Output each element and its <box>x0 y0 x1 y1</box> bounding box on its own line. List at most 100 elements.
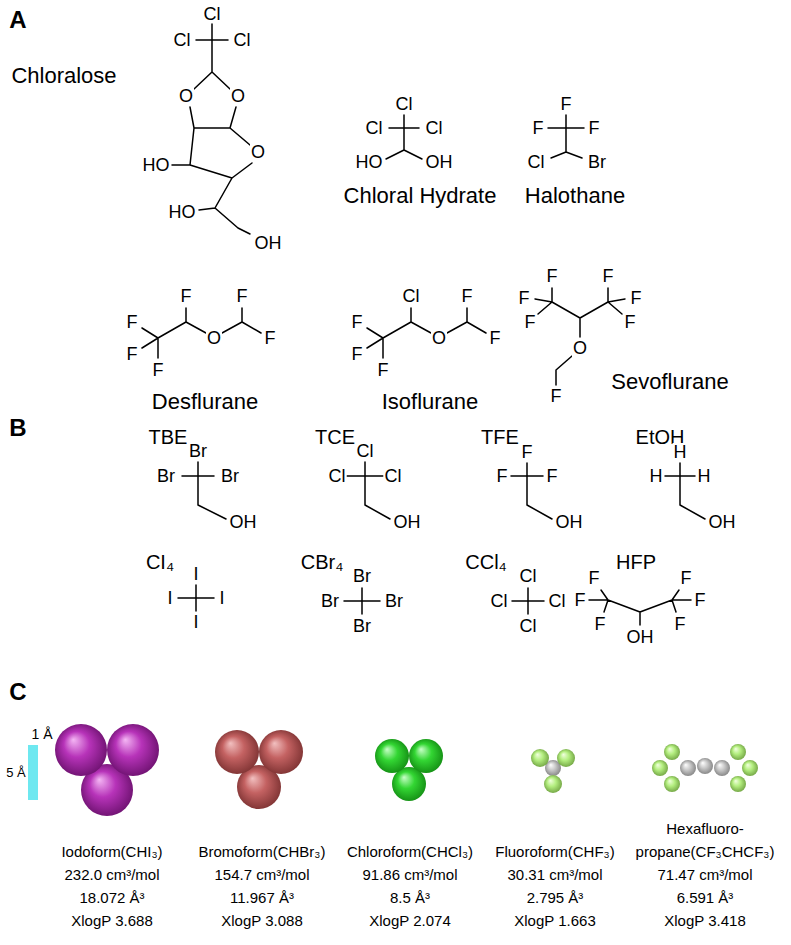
property-text: 154.7 cm³/mol <box>214 867 309 882</box>
atom-label: F <box>126 345 139 363</box>
atom-label: Br <box>384 592 404 610</box>
atom-label: F <box>602 267 615 285</box>
compound-abbrev: CCl₄ <box>465 552 507 572</box>
hexafluoropropane-model <box>652 744 758 792</box>
atom-label: F <box>351 345 364 363</box>
atom-label: F <box>546 267 559 285</box>
property-text: Fluoroform(CHF₃) <box>495 844 614 859</box>
property-text: 30.31 cm³/mol <box>507 867 602 882</box>
atom-label: F <box>630 289 643 307</box>
bromoform-model <box>215 730 303 809</box>
atom-label: O <box>178 87 194 105</box>
atom-label: OH <box>555 513 584 531</box>
atom-label: F <box>461 287 474 305</box>
isoflurane-bonds <box>367 308 486 358</box>
atom-label: Cl <box>519 567 538 585</box>
atom-label: Cl <box>356 442 375 460</box>
atom-label: H <box>673 443 688 461</box>
scale-bar <box>28 745 38 800</box>
desflurane-bonds <box>142 308 261 358</box>
atom-label: Cl <box>173 31 192 49</box>
property-text: 11.967 Å³ <box>230 890 294 905</box>
property-text: 71.47 cm³/mol <box>657 867 752 882</box>
property-text: Hexafluoro- <box>666 821 744 836</box>
compound-name: Desflurane <box>152 391 258 413</box>
panel-letter: C <box>9 680 26 704</box>
property-text: XlogP 1.663 <box>514 913 595 928</box>
atom-label: HO <box>355 153 384 171</box>
atom-label: HO <box>168 203 197 221</box>
atom-label: OH <box>393 513 422 531</box>
compound-name: Halothane <box>525 185 625 207</box>
atom-label: Cl <box>395 95 414 113</box>
halothane-bonds <box>548 115 584 158</box>
atom-label: Cl <box>402 287 421 305</box>
property-text: Iodoform(CHI₃) <box>61 844 162 859</box>
compound-abbrev: CI₄ <box>146 552 174 572</box>
atom-label: Br <box>220 467 240 485</box>
atom-label: F <box>152 361 165 379</box>
atom-label: OH <box>626 628 655 646</box>
atom-label: Cl <box>519 617 538 635</box>
atom-label: F <box>521 443 534 461</box>
atom-label: F <box>550 387 563 405</box>
atom-label: Br <box>352 617 372 635</box>
compound-name: Chloralose <box>11 65 116 87</box>
atom-label: F <box>126 313 139 331</box>
atom-label: Br <box>587 153 607 171</box>
atom-label: I <box>192 565 199 583</box>
atom-label: I <box>166 589 173 607</box>
atom-label: OH <box>425 153 454 171</box>
atom-label: Br <box>188 442 208 460</box>
compound-name: Chloral Hydrate <box>344 185 497 207</box>
property-text: 91.86 cm³/mol <box>362 867 457 882</box>
atom-label: H <box>649 467 664 485</box>
atom-label: I <box>218 589 225 607</box>
property-text: 18.072 Å³ <box>79 890 144 905</box>
panel-letter: A <box>9 8 26 32</box>
scale-label: 1 Å <box>31 727 52 741</box>
atom-label: OH <box>254 234 283 252</box>
atom-label: F <box>264 329 277 347</box>
property-text: Bromoform(CHBr₃) <box>199 844 326 859</box>
atom-label: Cl <box>425 119 444 137</box>
property-text: XlogP 3.418 <box>664 913 745 928</box>
atom-label: F <box>588 569 601 587</box>
property-text: Chloroform(CHCl₃) <box>347 844 473 859</box>
atom-label: F <box>496 467 509 485</box>
atom-label: F <box>680 569 693 587</box>
chloral-hydrate-bonds <box>386 115 422 159</box>
atom-label: F <box>674 615 687 633</box>
atom-label: F <box>377 361 390 379</box>
scale-label: 5 Å <box>6 766 26 779</box>
atom-label: O <box>431 329 447 347</box>
atom-label: OH <box>708 513 737 531</box>
atom-label: Cl <box>384 467 403 485</box>
panel-letter: B <box>9 416 26 440</box>
chloroform-model <box>375 739 443 801</box>
atom-label: F <box>489 329 502 347</box>
atom-label: Cl <box>527 153 546 171</box>
atom-label: Br <box>352 567 372 585</box>
atom-label: O <box>206 329 222 347</box>
atom-label: F <box>694 591 707 609</box>
property-text: 2.795 Å³ <box>527 890 584 905</box>
atom-label: F <box>546 467 559 485</box>
atom-label: F <box>560 95 573 113</box>
fluoroform-model <box>531 749 575 793</box>
atom-label: F <box>351 313 364 331</box>
property-text: 8.5 Å³ <box>390 890 430 905</box>
atom-label: F <box>574 591 587 609</box>
property-text: 6.591 Å³ <box>677 890 734 905</box>
atom-label: O <box>572 339 588 357</box>
atom-label: F <box>594 615 607 633</box>
ci4-bonds <box>178 585 214 611</box>
atom-label: F <box>180 287 193 305</box>
property-text: XlogP 3.688 <box>71 913 152 928</box>
compound-abbrev: TBE <box>149 427 188 447</box>
compound-abbrev: HFP <box>616 552 656 572</box>
atom-label: F <box>588 119 601 137</box>
property-text: XlogP 3.088 <box>221 913 302 928</box>
atom-label: H <box>697 467 712 485</box>
atom-label: Cl <box>548 592 567 610</box>
